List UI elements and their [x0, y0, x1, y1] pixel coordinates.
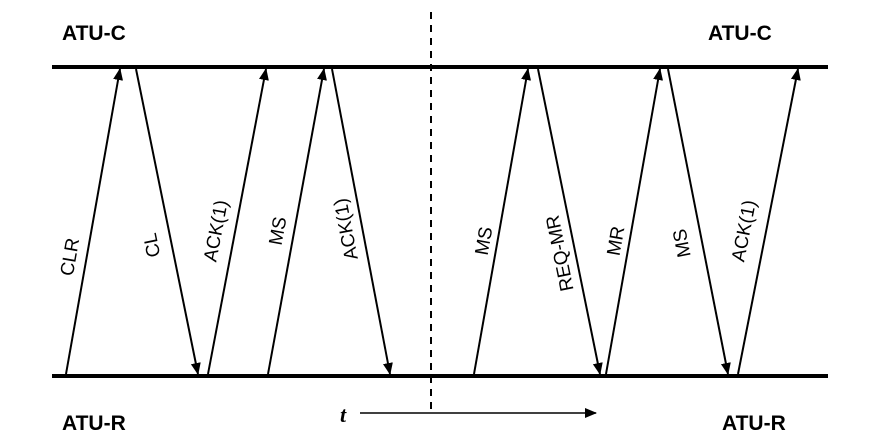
message-arrow-3 [207, 68, 269, 375]
message-label-6: MS [472, 225, 498, 257]
message-label-2: CL [140, 231, 165, 259]
message-arrow-1 [65, 68, 124, 375]
atu-r-label-left: ATU-R [62, 412, 126, 435]
message-arrow-7 [537, 68, 603, 375]
message-label-4: MS [266, 215, 292, 247]
message-arrow-10 [737, 68, 801, 375]
message-label-9: MS [670, 227, 696, 259]
message-label-1: CLR [57, 237, 84, 278]
message-arrow-5 [331, 68, 393, 375]
atu-c-label-right: ATU-C [708, 22, 772, 45]
message-label-7: REQ-MR [543, 213, 579, 293]
atu-r-label-right: ATU-R [722, 412, 786, 435]
atu-c-label-left: ATU-C [62, 22, 126, 45]
time-axis-label: t [340, 402, 347, 427]
message-arrow-4 [267, 68, 327, 375]
message-arrow-9 [667, 68, 731, 375]
message-arrow-8 [605, 68, 664, 375]
message-label-10: ACK(1) [728, 198, 761, 263]
message-label-3: ACK(1) [200, 198, 232, 263]
message-arrow-6 [473, 68, 532, 375]
message-arrow-2 [135, 68, 201, 375]
message-label-8: MR [604, 225, 630, 258]
